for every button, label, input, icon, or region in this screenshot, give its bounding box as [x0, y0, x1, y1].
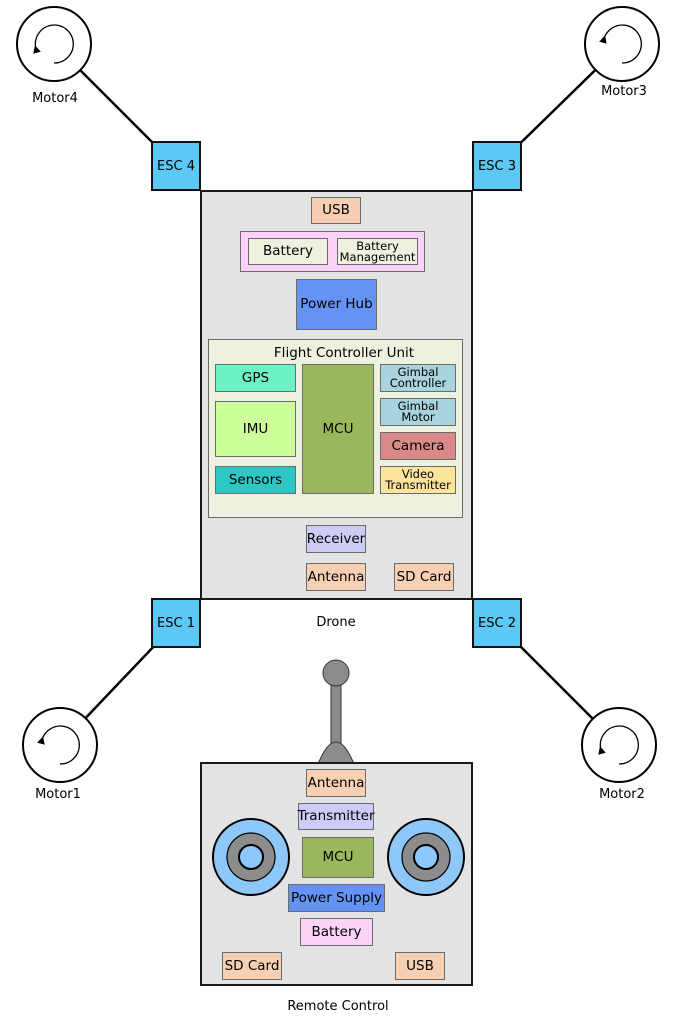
esc-3: ESC 3 [472, 141, 522, 191]
drone-battery: Battery [248, 238, 328, 265]
esc-2: ESC 2 [472, 598, 522, 648]
remote-sd-card: SD Card [222, 952, 282, 980]
remote-antenna-stick [317, 659, 355, 765]
motor3 [584, 6, 660, 82]
motor4-label: Motor4 [32, 91, 78, 106]
esc-4: ESC 4 [151, 141, 201, 191]
motor1 [22, 707, 98, 783]
motor3-label: Motor3 [601, 84, 647, 99]
transmitter: Transmitter [297, 803, 375, 830]
drone-antenna: Antenna [306, 563, 366, 591]
gimbal-motor: Gimbal Motor [380, 398, 456, 426]
remote-mcu: MCU [302, 837, 374, 878]
imu: IMU [215, 401, 296, 457]
esc-1: ESC 1 [151, 598, 201, 648]
battery-management: Battery Management [337, 238, 418, 265]
motor1-label: Motor1 [35, 787, 81, 802]
gimbal-controller: Gimbal Controller [380, 364, 456, 392]
motor2-label: Motor2 [599, 787, 645, 802]
motor2 [581, 707, 657, 783]
sensors: Sensors [215, 466, 296, 494]
power-supply: Power Supply [288, 884, 385, 912]
camera: Camera [380, 432, 456, 460]
gps: GPS [215, 364, 296, 392]
fcu-title: Flight Controller Unit [273, 345, 415, 361]
drone-usb: USB [311, 197, 361, 224]
remote-antenna: Antenna [306, 769, 366, 797]
remote-battery: Battery [300, 918, 373, 946]
motor4 [16, 6, 92, 82]
drone-label: Drone [316, 615, 356, 630]
drone-mcu: MCU [302, 364, 374, 494]
drone-sd-card: SD Card [394, 563, 454, 591]
remote-usb: USB [395, 952, 445, 980]
video-transmitter: Video Transmitter [380, 466, 456, 494]
receiver: Receiver [306, 525, 366, 553]
remote-control-label: Remote Control [287, 999, 389, 1014]
power-hub: Power Hub [296, 279, 377, 330]
